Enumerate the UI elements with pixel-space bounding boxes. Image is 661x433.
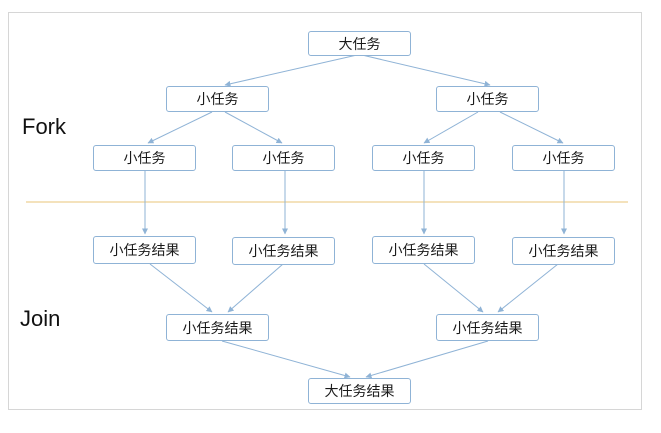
subtask-node-l1-left: 小任务 — [166, 86, 269, 112]
edge-root-l1a — [224, 54, 358, 87]
result-node-l2-1: 小任务结果 — [93, 236, 196, 264]
root-result-node: 大任务结果 — [308, 378, 411, 404]
subtask-node-l2-3: 小任务 — [372, 145, 475, 171]
result-node-l1-right: 小任务结果 — [436, 314, 539, 341]
subtask-node-l2-2: 小任务 — [232, 145, 335, 171]
edge-r1b-rroot — [365, 340, 489, 379]
edge-l1b-l2d — [499, 111, 564, 144]
edge-r1a-rroot — [221, 340, 351, 379]
root-task-node: 大任务 — [308, 31, 411, 56]
edge-l1a-l2a — [147, 111, 213, 144]
edge-r2b-r1a — [227, 263, 284, 313]
join-label: Join — [20, 306, 61, 331]
diagram-frame — [8, 12, 642, 410]
subtask-node-l2-1: 小任务 — [93, 145, 196, 171]
edge-r2a-r1a — [149, 263, 213, 313]
edge-r2c-r1b — [423, 263, 484, 313]
edge-r2d-r1b — [497, 263, 559, 313]
edge-l1b-l2c — [423, 111, 479, 144]
edge-root-l1b — [361, 54, 491, 87]
edge-l1a-l2b — [224, 111, 283, 144]
result-node-l2-3: 小任务结果 — [372, 236, 475, 264]
result-node-l2-2: 小任务结果 — [232, 237, 335, 265]
result-node-l2-4: 小任务结果 — [512, 237, 615, 265]
subtask-node-l1-right: 小任务 — [436, 86, 539, 112]
subtask-node-l2-4: 小任务 — [512, 145, 615, 171]
result-node-l1-left: 小任务结果 — [166, 314, 269, 341]
fork-label: Fork — [22, 114, 66, 139]
